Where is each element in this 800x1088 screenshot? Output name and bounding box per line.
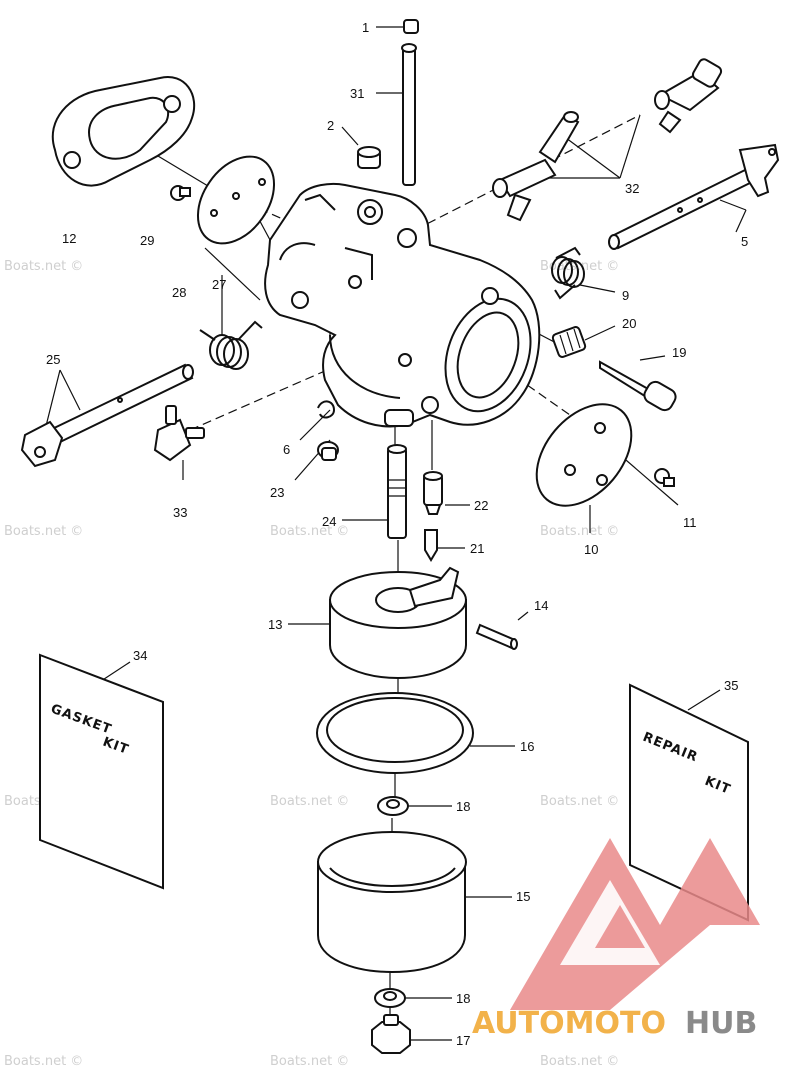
label-part-22: 22	[474, 498, 488, 513]
part-22-needle-seat	[423, 471, 443, 515]
part-28-diaphragm	[196, 155, 276, 245]
part-17-bowl-nut	[371, 1014, 411, 1054]
part-24-main-nozzle	[387, 444, 407, 539]
part-14-float-pin	[475, 623, 518, 650]
watermark: Boats.net ©	[270, 794, 349, 809]
part-20-spring	[551, 326, 587, 358]
logo-text-hub: HUB	[685, 1006, 757, 1041]
part-32-fuel-fittings	[492, 58, 723, 222]
label-part-6: 6	[283, 442, 290, 457]
label-part-1: 1	[362, 20, 369, 35]
label-part-5: 5	[741, 234, 748, 249]
watermark: Boats.net ©	[4, 1054, 83, 1069]
part-15-float-bowl	[317, 831, 467, 974]
logo-text-automoto: AUTOMOTO	[472, 1006, 666, 1041]
label-part-18: 18	[456, 799, 470, 814]
watermark: Boats.net ©	[270, 524, 349, 539]
part-18-washer-upper	[377, 796, 409, 816]
part-21-inlet-needle	[424, 529, 438, 562]
automotohub-logo: AUTOMOTO HUB	[472, 838, 760, 1041]
part-5-throttle-shaft	[608, 143, 780, 250]
part-9-spring	[551, 246, 585, 300]
label-part-34: 34	[133, 648, 147, 663]
label-part-24: 24	[322, 514, 336, 529]
label-part-2: 2	[327, 118, 334, 133]
watermark: Boats.net ©	[4, 259, 83, 274]
gasket-kit-card: GASKET KIT	[39, 653, 164, 890]
label-part-29: 29	[140, 233, 154, 248]
watermark: Boats.net ©	[270, 1054, 349, 1069]
label-part-27: 27	[212, 277, 226, 292]
label-part-15: 15	[516, 889, 530, 904]
part-31-vent-tube	[401, 43, 417, 186]
part-11-screw	[654, 468, 675, 487]
label-part-21: 21	[470, 541, 484, 556]
label-part-23: 23	[270, 485, 284, 500]
part-12-flange-gasket	[51, 76, 196, 187]
carburetor-body	[264, 182, 541, 428]
label-part-28: 28	[172, 285, 186, 300]
watermark: Boats.net ©	[540, 794, 619, 809]
label-part-18: 18	[456, 991, 470, 1006]
part-2-plug	[357, 146, 381, 169]
label-part-31: 31	[350, 86, 364, 101]
part-29-screw	[170, 185, 191, 201]
part-13-float	[329, 566, 467, 680]
label-part-9: 9	[622, 288, 629, 303]
part-1-cap-nut	[403, 19, 419, 34]
watermark: Boats.net ©	[4, 524, 83, 539]
label-part-20: 20	[622, 316, 636, 331]
part-25-choke-shaft	[20, 363, 194, 468]
watermark: Boats.net ©	[540, 1054, 619, 1069]
part-10-diaphragm	[535, 403, 633, 507]
label-part-33: 33	[173, 505, 187, 520]
label-part-19: 19	[672, 345, 686, 360]
label-part-35: 35	[724, 678, 738, 693]
part-27-spring	[199, 320, 263, 370]
label-part-16: 16	[520, 739, 534, 754]
part-23-plug	[317, 441, 339, 461]
part-6-clip	[317, 400, 336, 419]
label-part-12: 12	[62, 231, 76, 246]
label-part-14: 14	[534, 598, 548, 613]
part-labels: 1 2 5 6 9 10 11 12 13 14 15 16 17 18 18 …	[46, 20, 748, 1048]
label-part-32: 32	[625, 181, 639, 196]
label-part-10: 10	[584, 542, 598, 557]
watermarks: Boats.net © Boats.net © Boats.net © Boat…	[4, 259, 619, 1069]
part-18-washer-lower	[374, 988, 406, 1008]
label-part-25: 25	[46, 352, 60, 367]
label-part-11: 11	[683, 515, 697, 530]
part-19-adjusting-screw	[599, 360, 677, 412]
watermark: Boats.net ©	[540, 524, 619, 539]
label-part-17: 17	[456, 1033, 470, 1048]
part-16-bowl-gasket	[316, 692, 474, 774]
part-33-elbow-fitting	[153, 405, 205, 462]
label-part-13: 13	[268, 617, 282, 632]
